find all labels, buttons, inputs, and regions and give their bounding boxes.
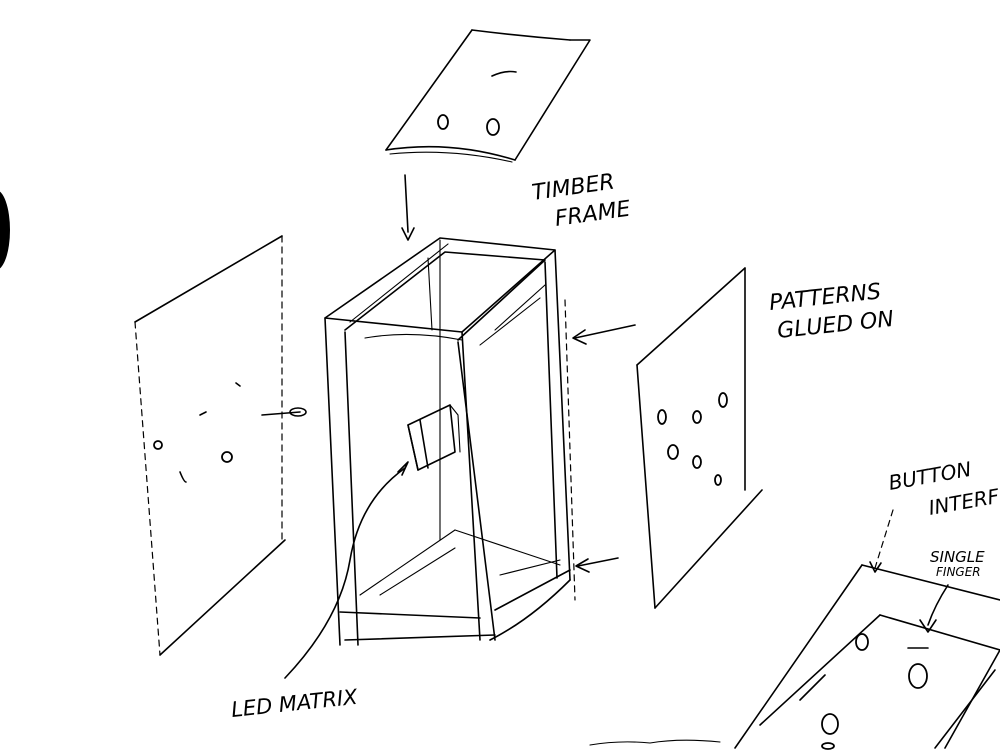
single-finger-arrow (920, 585, 948, 632)
left-panel-hole (154, 441, 162, 449)
button-interface-label-2: INTERF (927, 484, 1000, 520)
button-interface-arrow (870, 510, 893, 572)
left-panel-hole (222, 452, 232, 462)
pattern-hole (715, 475, 721, 485)
button-hole (856, 634, 868, 650)
left-panel-mark (180, 472, 186, 482)
left-panel-mark (200, 412, 206, 415)
bottom-scribble (590, 740, 720, 745)
timber-frame-label-2: FRAME (553, 197, 632, 232)
left-panel (135, 236, 285, 655)
top-panel (386, 30, 590, 162)
pattern-hole (693, 456, 701, 468)
patterns-arrow (573, 325, 635, 344)
led-matrix-arrow (285, 462, 408, 678)
led-matrix (408, 405, 460, 470)
single-finger-label-1: SINGLE (930, 548, 985, 566)
button-hole (822, 714, 838, 734)
pattern-hole (693, 411, 701, 423)
edge-blob (0, 190, 10, 270)
left-panel-arrow (262, 408, 306, 416)
top-panel-mark (492, 72, 516, 77)
button-interface-panel (735, 565, 1000, 749)
bottom-arrow (576, 558, 618, 572)
button-hole (822, 743, 834, 749)
timber-frame (325, 238, 575, 645)
top-panel-hole (487, 119, 499, 135)
lid-arrow (402, 175, 414, 240)
button-interface-label-1: BUTTON (887, 457, 973, 495)
left-panel-mark (236, 383, 240, 386)
top-panel-hole (438, 115, 448, 129)
pattern-hole (719, 393, 727, 407)
button-hole (909, 664, 927, 688)
pattern-hole (668, 445, 678, 459)
pattern-hole (658, 410, 666, 424)
led-matrix-label: LED MATRIX (230, 685, 359, 722)
right-panel (637, 268, 762, 608)
single-finger-label-2: FINGER (936, 565, 981, 579)
